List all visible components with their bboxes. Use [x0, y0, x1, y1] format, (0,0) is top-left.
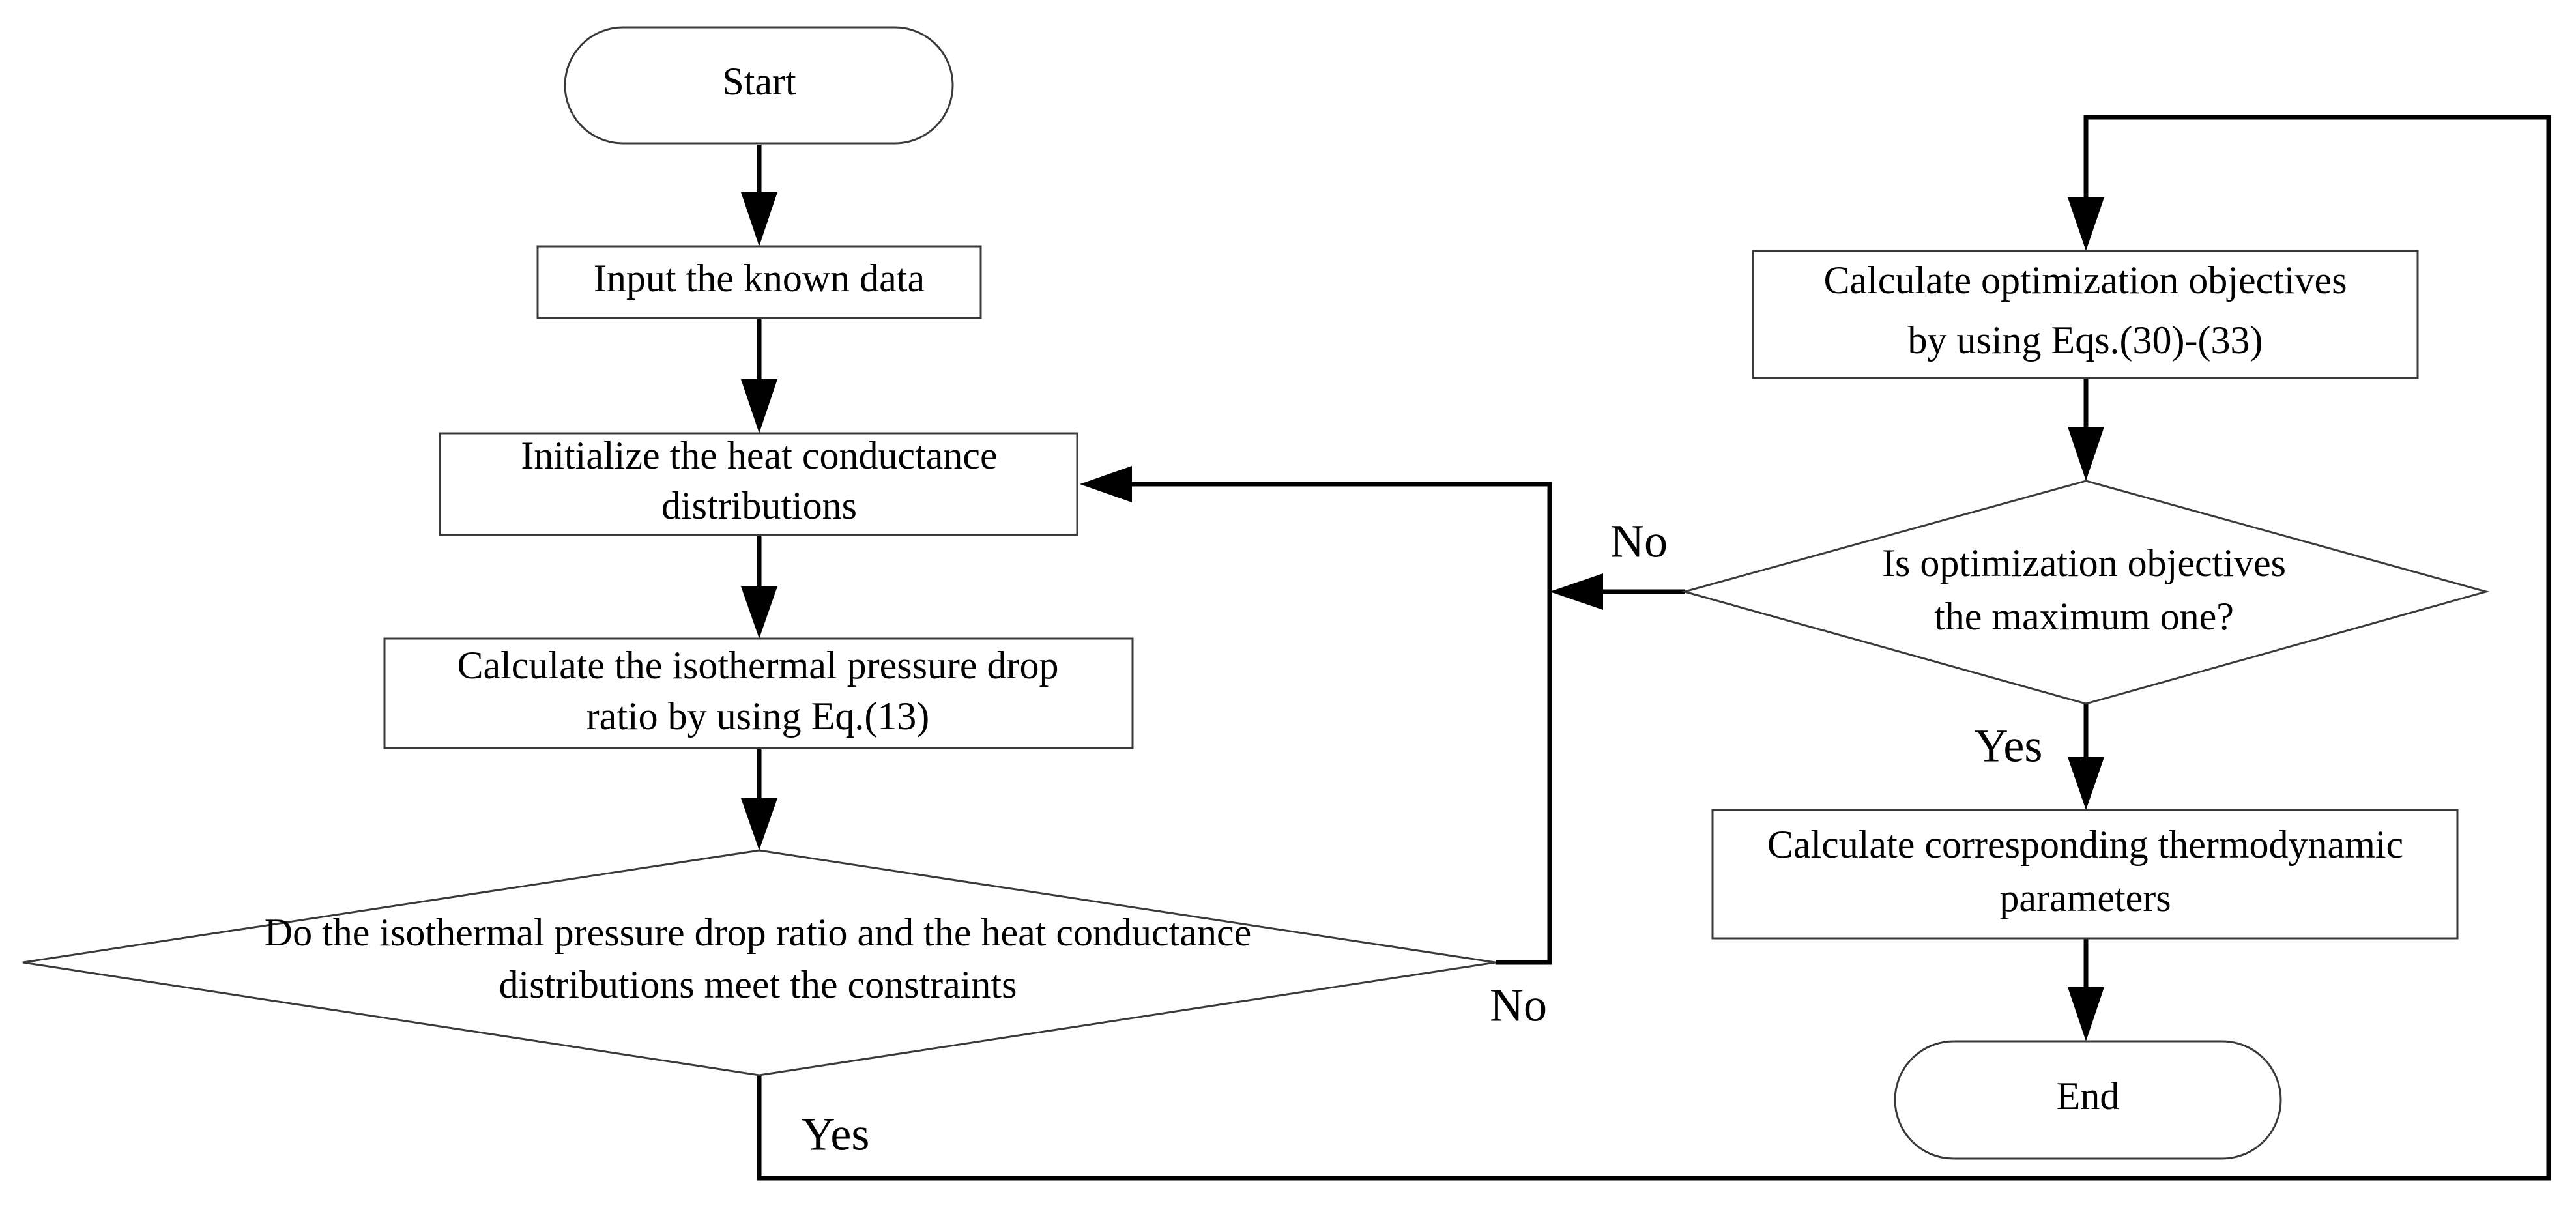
start-label: Start: [722, 60, 796, 103]
arrowhead: [1080, 466, 1132, 502]
calculate-params-label-line2: parameters: [1999, 876, 2171, 919]
arrowhead: [2068, 757, 2104, 810]
start-shape: [564, 26, 954, 145]
arrowhead: [741, 586, 777, 639]
max-check-label-line1: Is optimization objectives: [1882, 541, 2286, 584]
start-terminal: Start: [564, 26, 954, 145]
calculate-params-process: Calculate corresponding thermodynamic pa…: [1711, 809, 2459, 940]
calculate-ratio-process: Calculate the isothermal pressure drop r…: [383, 637, 1134, 749]
initialize-label-line1: Initialize the heat conductance: [521, 434, 997, 477]
arrowhead: [741, 379, 777, 433]
end-label: End: [2057, 1075, 2120, 1118]
calculate-ratio-label-line1: Calculate the isothermal pressure drop: [457, 644, 1058, 687]
arrowhead: [2068, 987, 2104, 1041]
calculate-ratio-label-line2: ratio by using Eq.(13): [586, 695, 930, 738]
connector-constraints-yes-loop: [757, 115, 2551, 1181]
initialize-shape: [439, 432, 1078, 536]
constraints-label-line2: distributions meet the constraints: [499, 963, 1017, 1006]
connector-constraints-no-loop: [1118, 482, 1552, 965]
calculate-ratio-shape: [383, 637, 1134, 749]
input-label: Input the known data: [594, 257, 925, 300]
constraints-no-label: No: [1490, 979, 1547, 1032]
initialize-process: Initialize the heat conductance distribu…: [439, 432, 1078, 536]
branch-labels: No Yes No Yes: [802, 515, 2043, 1161]
input-shape: [536, 245, 982, 319]
arrowhead: [2068, 427, 2104, 481]
calculate-objectives-label-line2: by using Eqs.(30)-(33): [1908, 319, 2263, 362]
constraints-shape: [22, 849, 1496, 1076]
constraints-decision: Do the isothermal pressure drop ratio an…: [22, 849, 1496, 1076]
calculate-objectives-label-line1: Calculate optimization objectives: [1823, 259, 2347, 302]
initialize-label-line2: distributions: [661, 484, 857, 527]
calculate-objectives-shape: [1752, 250, 2419, 379]
calculate-objectives-process: Calculate optimization objectives by usi…: [1752, 250, 2419, 379]
arrowhead: [1550, 573, 1603, 610]
constraints-yes-label: Yes: [802, 1108, 870, 1161]
arrowhead: [741, 192, 777, 246]
max-yes-label: Yes: [1975, 720, 2043, 772]
input-process: Input the known data: [536, 245, 982, 319]
arrowhead: [2068, 197, 2104, 251]
constraints-label-line1: Do the isothermal pressure drop ratio an…: [265, 911, 1251, 954]
max-check-decision: Is optimization objectives the maximum o…: [1681, 480, 2490, 705]
arrowhead: [741, 798, 777, 850]
connectors: [741, 115, 2551, 1181]
end-shape: [1894, 1040, 2282, 1160]
max-check-label-line2: the maximum one?: [1934, 595, 2234, 638]
calculate-params-shape: [1711, 809, 2459, 940]
end-terminal: End: [1894, 1040, 2282, 1160]
calculate-params-label-line1: Calculate corresponding thermodynamic: [1767, 823, 2403, 866]
max-check-shape: [1681, 480, 2490, 705]
max-no-label: No: [1610, 515, 1668, 568]
